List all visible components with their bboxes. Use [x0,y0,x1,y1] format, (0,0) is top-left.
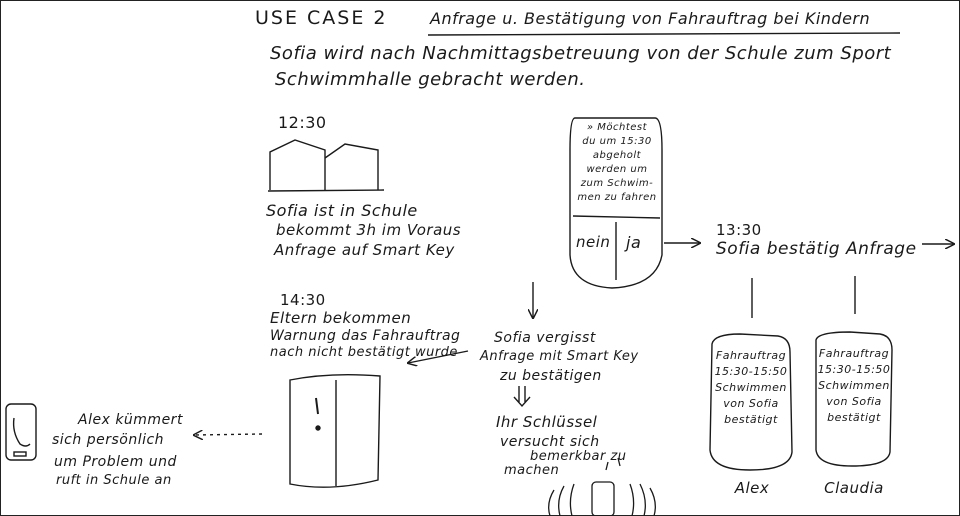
alex-action-line2: sich persönlich [52,432,165,448]
arrow-to-parents [408,350,469,363]
smart-key-prompt-line5: zum Schwim- [580,178,654,189]
phone-alex-line5: bestätigt [724,413,778,426]
smart-key-device [569,117,663,289]
forget-caption-line1: Sofia vergisst [494,330,596,346]
scenario-description-line1: Sofia wird nach Nachmittagsbetreuung von… [270,43,892,64]
school-caption-line2: bekommt 3h im Voraus [276,221,462,239]
phone-alex-line4: von Sofia [723,397,779,410]
confirm-time: 13:30 [716,221,762,239]
warning-line3: nach nicht bestätigt wurde [270,345,458,360]
school-caption-line1: Sofia ist in Schule [266,201,418,220]
phone-claudia-drawing [815,331,893,467]
smart-key-no-button[interactable]: nein [576,233,611,251]
vibrating-key-drawing [548,457,656,516]
smart-key-prompt-line1: » Möchtest [586,122,648,133]
school-caption-line3: Anfrage auf Smart Key [274,241,455,259]
alex-action-line3: um Problem und [54,454,177,470]
phone-alex-drawing [709,333,793,471]
warning-time: 14:30 [280,291,326,309]
diagram-title: Anfrage u. Bestätigung von Fahrauftrag b… [430,9,871,28]
arrow-to-alex-action [194,434,263,435]
phone-claudia-line3: Schwimmen [818,379,890,392]
smart-key-yes-button[interactable]: ja [626,233,642,252]
phone-claudia-line4: von Sofia [826,395,882,408]
use-case-label: USE CASE 2 [255,7,388,29]
key-signal-line1: Ihr Schlüssel [496,413,598,431]
telephone-icon [5,403,37,461]
key-signal-line2: versucht sich [500,434,600,450]
phone-alex-line2: 15:30-15:50 [714,365,788,378]
smart-key-prompt-line6: men zu fahren [577,192,657,203]
phone-alex-line3: Schwimmen [715,381,787,394]
phone-alex-line1: Fahrauftrag [715,349,787,362]
key-signal-line4: machen [504,463,560,478]
phone-claudia-line5: bestätigt [827,411,881,424]
school-building-drawing [267,139,385,192]
smart-key-prompt-line2: du um 15:30 [582,136,652,147]
title-underline [427,32,901,36]
smart-key-prompt-line3: abgeholt [592,150,642,161]
confirm-caption: Sofia bestätig Anfrage [716,239,917,259]
phone-claudia-line2: 15:30-15:50 [817,363,891,376]
locker-drawing [289,373,381,488]
warning-line1: Eltern bekommen [270,309,412,327]
key-signal-line3: bemerkbar zu [530,449,627,464]
alex-action-line1: Alex kümmert [78,412,183,428]
forget-caption-line2: Anfrage mit Smart Key [480,349,639,364]
smart-key-prompt-line4: werden um [586,164,648,175]
phone-claudia-owner: Claudia [824,479,884,497]
phone-alex-owner: Alex [734,479,770,497]
phone-claudia-line1: Fahrauftrag [818,347,890,360]
double-arrow-down [513,386,531,408]
forget-caption-line3: zu bestätigen [500,368,602,384]
warning-line2: Warnung das Fahrauftrag [270,328,461,344]
alex-action-line4: ruft in Schule an [56,473,172,488]
scenario-description-line2: Schwimmhalle gebracht werden. [275,69,586,90]
school-time: 12:30 [278,113,327,132]
